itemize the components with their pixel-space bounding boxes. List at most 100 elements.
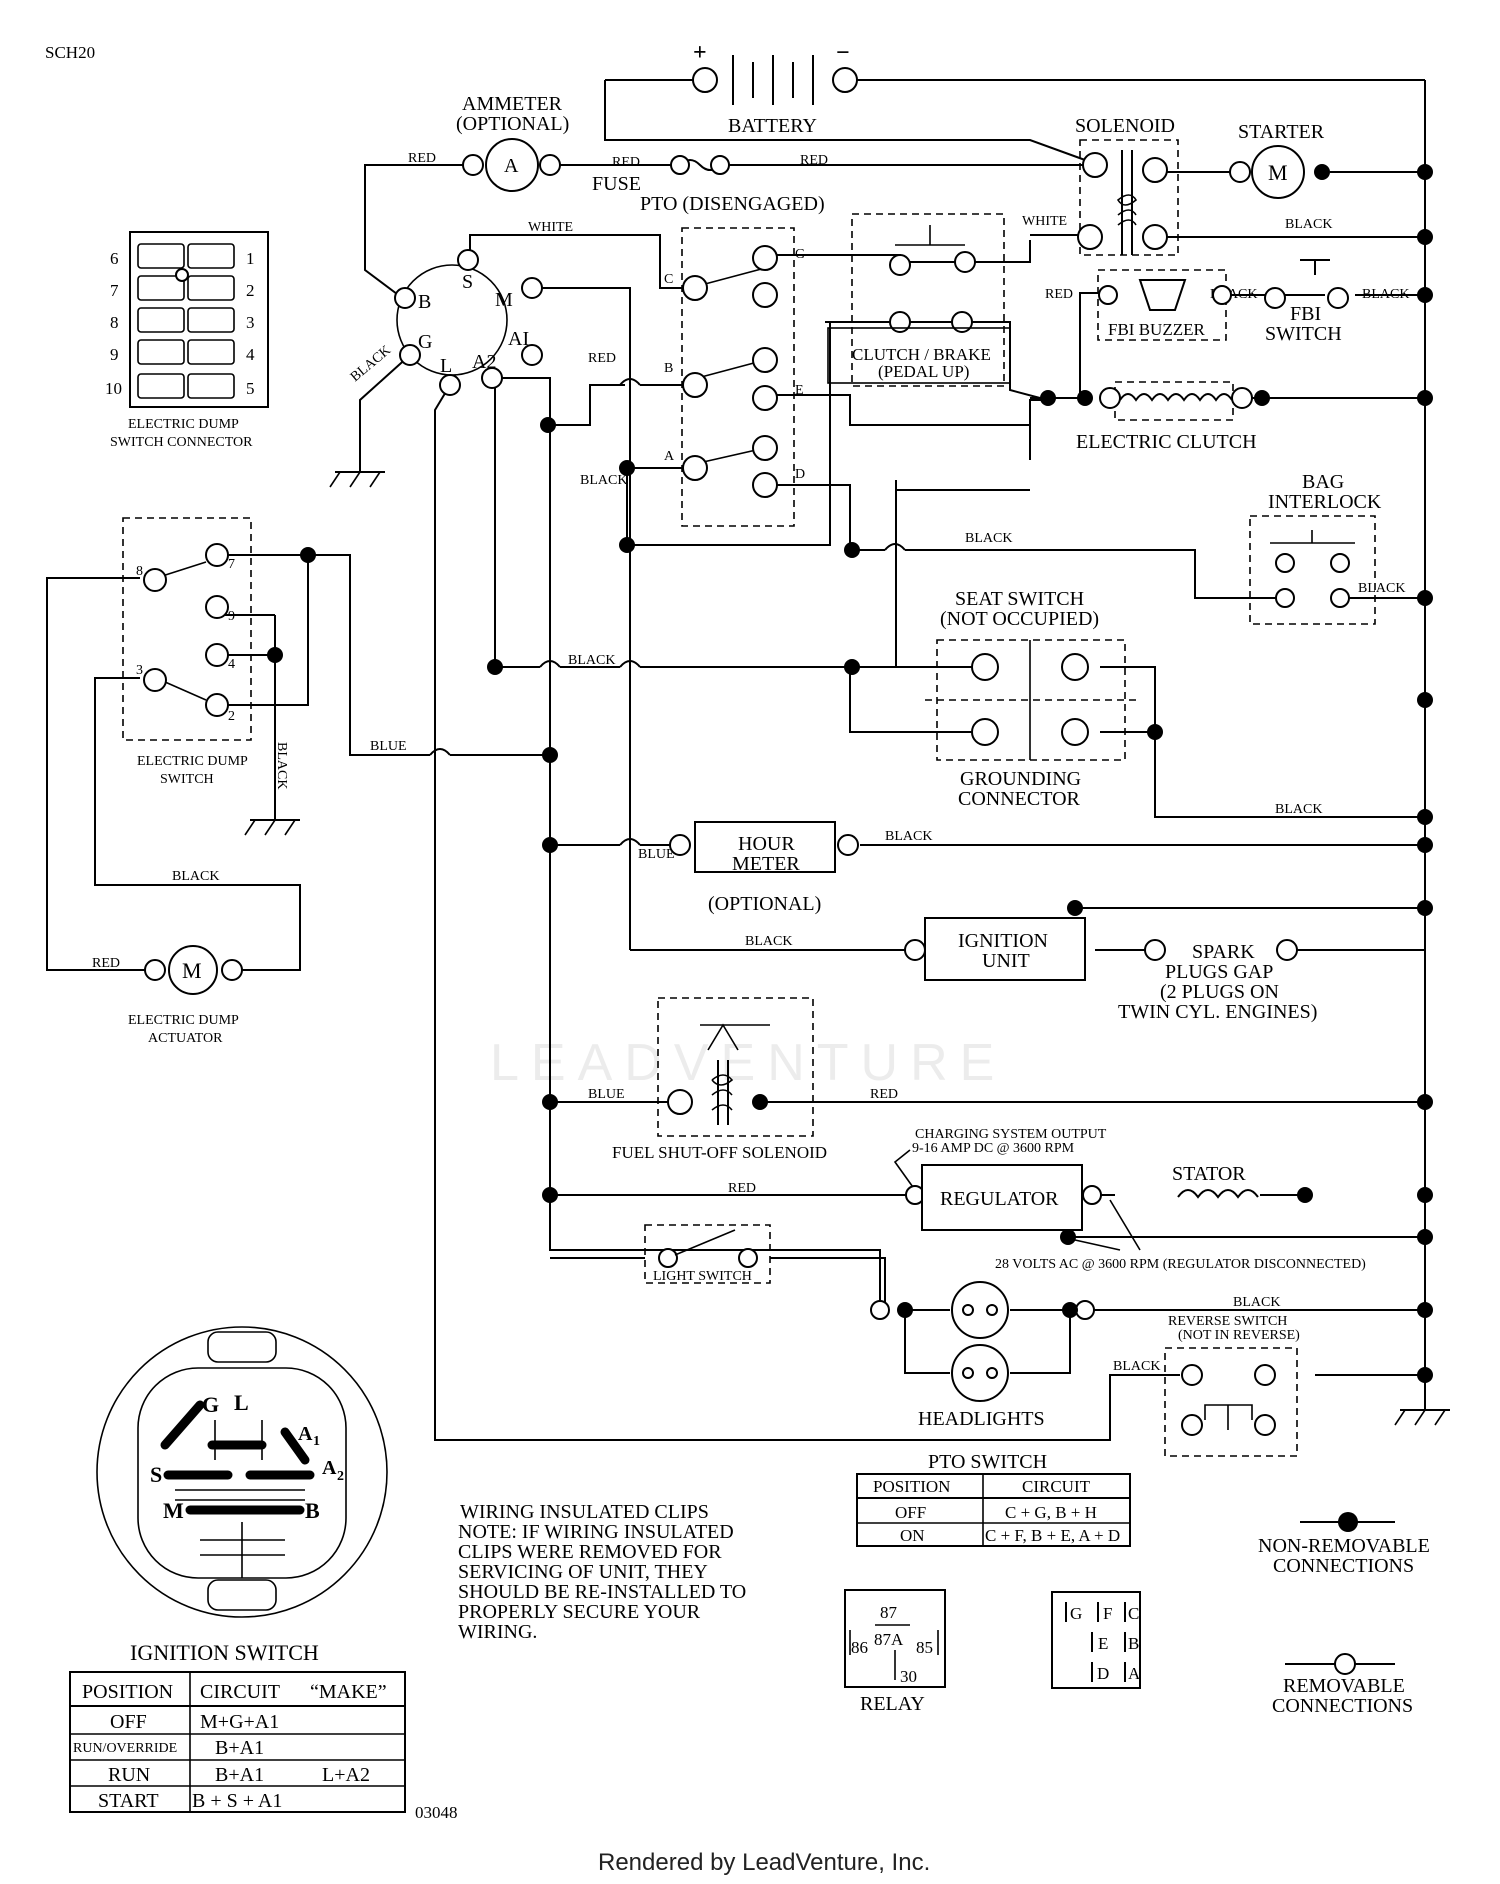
ammeter: AMMETER (OPTIONAL) A [456,93,569,192]
battery-label: BATTERY [728,115,817,137]
pto-connector-pins: G F C E B D A [1051,1591,1141,1689]
svg-text:A: A [1128,1664,1141,1683]
svg-text:STARTER: STARTER [1238,121,1325,143]
svg-text:POSITION: POSITION [873,1477,950,1496]
svg-text:AMMETER: AMMETER [462,93,563,115]
svg-text:RED: RED [1045,287,1073,302]
svg-text:BLUE: BLUE [588,1087,625,1102]
svg-text:RED: RED [800,153,828,168]
svg-text:FUEL SHUT-OFF SOLENOID: FUEL SHUT-OFF SOLENOID [612,1143,827,1162]
pto-label: PTO (DISENGAGED) [640,193,825,215]
svg-text:ELECTRIC DUMP: ELECTRIC DUMP [128,1013,239,1028]
svg-text:BLUE: BLUE [638,847,675,862]
electric-dump-switch: 8 7 9 4 3 2 ELECTRIC DUMP SWITCH [122,517,252,787]
svg-text:WHITE: WHITE [1022,214,1067,229]
svg-text:L: L [440,355,452,377]
svg-text:3: 3 [136,663,143,678]
svg-text:M: M [182,958,202,983]
svg-text:8: 8 [110,313,119,332]
bag-interlock: BAG INTERLOCK [1249,471,1382,625]
svg-text:RED: RED [612,155,640,170]
svg-text:SPARK: SPARK [1192,941,1255,963]
svg-text:2: 2 [228,709,235,724]
svg-text:BLACK: BLACK [745,934,792,949]
svg-text:B: B [305,1498,320,1523]
svg-text:BLACK: BLACK [1285,217,1332,232]
svg-text:2: 2 [337,1469,344,1484]
svg-text:LIGHT SWITCH: LIGHT SWITCH [653,1269,752,1284]
regulator: CHARGING SYSTEM OUTPUT 9-16 AMP DC @ 360… [893,1127,1366,1272]
svg-text:1: 1 [246,249,255,268]
svg-text:B: B [664,361,673,376]
svg-text:86: 86 [851,1638,868,1657]
svg-text:ACTUATOR: ACTUATOR [148,1031,223,1046]
svg-text:RED: RED [92,956,120,971]
svg-text:BLACK: BLACK [580,473,627,488]
ignition-switch-face: G L A 1 S A 2 M B [96,1326,388,1618]
svg-text:F: F [1103,1604,1112,1623]
watermark: LEADVENTURE [490,1034,1006,1092]
svg-text:TWIN CYL. ENGINES): TWIN CYL. ENGINES) [1118,1001,1317,1023]
svg-text:CIRCUIT: CIRCUIT [1022,1477,1091,1496]
svg-text:BLACK: BLACK [274,742,289,789]
svg-text:C: C [664,272,673,287]
svg-text:PROPERLY SECURE YOUR: PROPERLY SECURE YOUR [458,1601,701,1623]
svg-text:SERVICING OF UNIT, THEY: SERVICING OF UNIT, THEY [458,1561,708,1583]
svg-text:START: START [98,1790,159,1812]
svg-text:4: 4 [228,657,235,672]
svg-text:G: G [795,247,805,262]
hour-meter: HOUR METER (OPTIONAL) [669,821,859,915]
ignition-switch-title: IGNITION SWITCH [130,1640,319,1665]
svg-text:B: B [1128,1634,1139,1653]
svg-text:9-16 AMP DC @ 3600 RPM: 9-16 AMP DC @ 3600 RPM [912,1141,1075,1156]
svg-text:ELECTRIC DUMP: ELECTRIC DUMP [128,417,239,432]
legend: NON-REMOVABLE CONNECTIONS REMOVABLE CONN… [1258,1512,1430,1717]
svg-text:IGNITION: IGNITION [958,930,1048,952]
svg-text:RUN: RUN [108,1764,150,1786]
seat-switch: SEAT SWITCH (NOT OCCUPIED) GROUNDING CON… [925,588,1138,810]
svg-text:RELAY: RELAY [860,1693,925,1715]
svg-text:(NOT IN REVERSE): (NOT IN REVERSE) [1178,1328,1300,1343]
svg-text:BLACK: BLACK [1275,802,1322,817]
svg-text:(PEDAL UP): (PEDAL UP) [878,362,969,381]
svg-text:SWITCH CONNECTOR: SWITCH CONNECTOR [110,435,253,450]
svg-text:A: A [322,1457,337,1479]
svg-text:UNIT: UNIT [982,950,1030,972]
battery: + − BATTERY [692,40,858,137]
svg-text:SHOULD BE RE-INSTALLED TO: SHOULD BE RE-INSTALLED TO [458,1581,746,1603]
svg-text:BLACK: BLACK [172,869,219,884]
electric-clutch: ELECTRIC CLUTCH [1076,381,1257,453]
svg-text:BLACK: BLACK [1362,287,1409,302]
svg-text:M: M [163,1498,184,1523]
svg-text:M+G+A1: M+G+A1 [200,1711,279,1733]
svg-text:A: A [664,449,675,464]
svg-text:28 VOLTS AC @ 3600 RPM (REGULA: 28 VOLTS AC @ 3600 RPM (REGULATOR DISCON… [995,1257,1366,1272]
svg-text:RED: RED [870,1087,898,1102]
fbi-buzzer: FBI BUZZER [1097,269,1232,341]
svg-text:85: 85 [916,1638,933,1657]
svg-text:8: 8 [136,564,143,579]
svg-text:BLACK: BLACK [965,531,1012,546]
svg-text:5: 5 [246,379,255,398]
svg-text:6: 6 [110,249,119,268]
svg-text:S: S [462,271,473,293]
schematic-code: SCH20 [45,43,95,62]
reverse-switch: REVERSE SWITCH (NOT IN REVERSE) [1164,1314,1300,1457]
light-switch: LIGHT SWITCH [644,1224,771,1284]
battery-minus: − [836,40,850,66]
svg-text:RED: RED [408,151,436,166]
dump-switch-connector: 6 7 8 9 10 1 2 3 4 5 ELECTRIC DUMP SWITC… [105,231,269,450]
part-number: 03048 [415,1803,458,1822]
svg-text:10: 10 [105,379,122,398]
svg-text:B: B [418,291,431,313]
svg-text:HOUR: HOUR [738,833,795,855]
svg-text:A2: A2 [472,351,496,373]
svg-text:A: A [298,1423,313,1445]
svg-text:G: G [1070,1604,1082,1623]
svg-text:NOTE: IF WIRING INSULATED: NOTE: IF WIRING INSULATED [458,1521,734,1543]
svg-text:FBI: FBI [1290,303,1321,325]
svg-text:REVERSE SWITCH: REVERSE SWITCH [1168,1314,1287,1329]
svg-text:FBI BUZZER: FBI BUZZER [1108,320,1205,339]
svg-text:G: G [418,331,432,353]
svg-text:G: G [202,1392,219,1417]
